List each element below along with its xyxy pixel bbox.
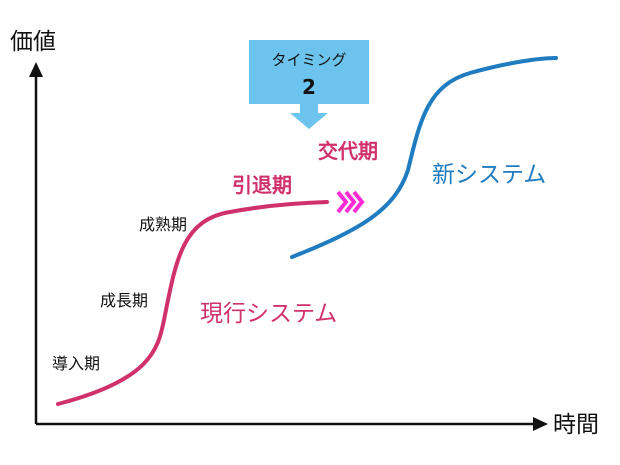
phase-label-maturity: 成熟期: [139, 215, 187, 234]
timing-callout-arrow: [290, 104, 328, 129]
x-axis-label: 時間: [553, 412, 599, 438]
phase-label-introduction: 導入期: [52, 354, 100, 373]
y-axis-arrowhead: [29, 62, 43, 77]
timing-callout-box: [249, 40, 369, 104]
transition-chevrons: [336, 190, 365, 214]
current-system-curve: [56, 200, 329, 406]
timing-callout-number: 2: [302, 75, 316, 99]
chevron-1: [336, 190, 349, 214]
x-axis-arrowhead: [533, 417, 548, 431]
phase-label-retirement: 引退期: [232, 173, 292, 197]
timing-callout: タイミング 2: [249, 40, 369, 129]
y-axis-label: 価値: [10, 29, 56, 55]
chevron-2: [344, 190, 357, 214]
timing-callout-title: タイミング: [271, 51, 346, 69]
current-system-label: 現行システム: [200, 301, 337, 327]
new-system-label: 新システム: [432, 162, 546, 188]
chevron-3: [352, 190, 365, 214]
new-system-curve: [290, 56, 558, 259]
phase-label-growth: 成長期: [100, 291, 148, 310]
transition-label: 交代期: [318, 139, 378, 163]
